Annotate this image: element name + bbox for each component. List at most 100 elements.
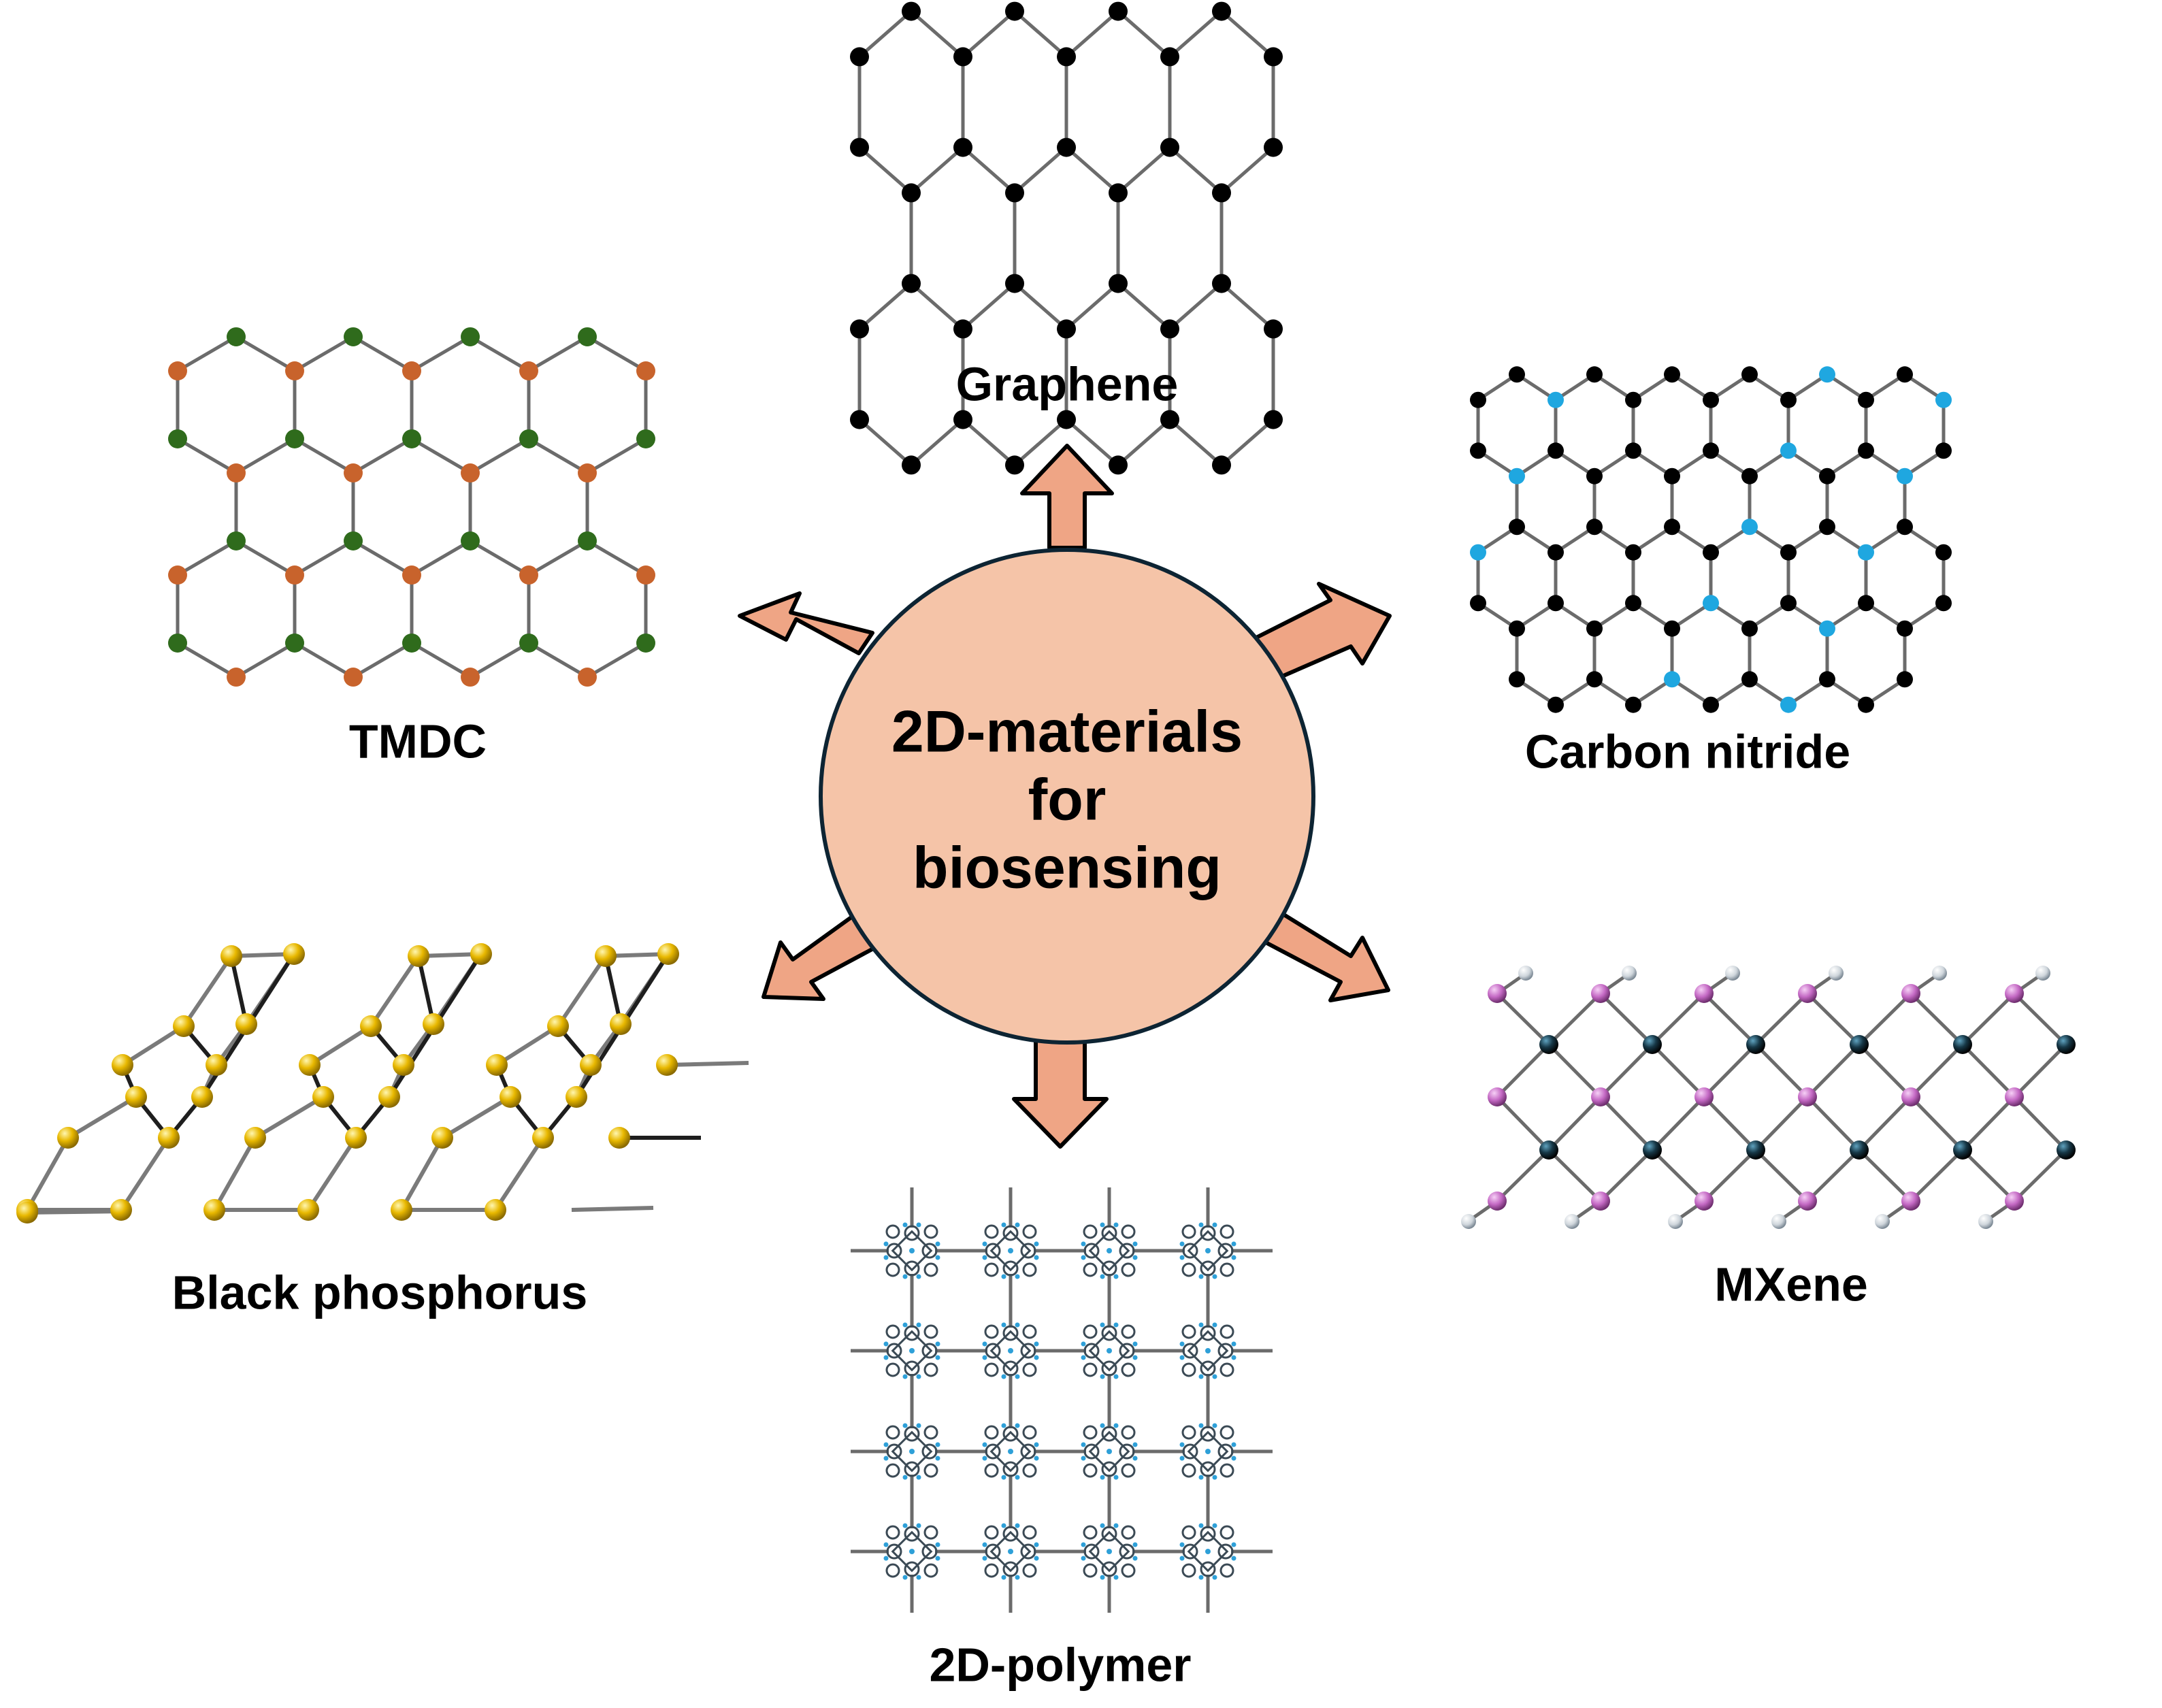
polymer-aryl-ring xyxy=(923,1224,938,1239)
mxene-h-atom xyxy=(1725,966,1740,981)
graphene-atom xyxy=(902,274,921,293)
mxene-x-atom xyxy=(2005,984,2024,1003)
polymer-pyrrole-ring xyxy=(1101,1461,1117,1477)
tmdc-atom xyxy=(578,463,597,483)
black-phosphorus-atom xyxy=(173,1015,195,1037)
arrow-to-mxene xyxy=(1264,910,1390,1002)
polymer-aryl-ring xyxy=(923,1362,938,1377)
carbon-nitride-atom xyxy=(1858,595,1874,612)
polymer-node xyxy=(982,1322,1039,1379)
carbon-nitride-atom xyxy=(1858,544,1874,561)
polymer-h-atom xyxy=(1231,1456,1236,1461)
polymer-core-ring xyxy=(1187,1330,1229,1372)
mxene-x-atom xyxy=(1901,984,1920,1003)
polymer-pyrrole-ring xyxy=(921,1443,938,1460)
graphene-bond xyxy=(858,10,913,59)
polymer-aryl-ring xyxy=(984,1563,999,1578)
graphene-atom xyxy=(1160,319,1179,339)
tmdc-atom xyxy=(344,531,363,551)
tmdc-bond xyxy=(293,641,355,679)
graphene-atom xyxy=(953,47,972,67)
tmdc-atom xyxy=(402,361,421,381)
mxene-lattice xyxy=(1461,966,2076,1229)
carbon-nitride-atom xyxy=(1858,696,1874,713)
polymer-h-atom xyxy=(902,1274,908,1279)
polymer-aryl-ring xyxy=(1022,1425,1037,1440)
carbon-nitride-atom xyxy=(1664,467,1680,485)
polymer-h-atom xyxy=(1132,1542,1138,1547)
polymer-pyrrole-ring xyxy=(1101,1526,1117,1542)
carbon-nitride-atom xyxy=(1858,391,1874,408)
mxene-bond xyxy=(1496,1096,1550,1151)
polymer-center-atom xyxy=(909,1348,915,1353)
polymer-h-atom xyxy=(902,1575,908,1580)
polymer-pyrrole-ring xyxy=(1002,1561,1019,1577)
black-phosphorus-bond xyxy=(399,1136,444,1211)
polymer-h-atom xyxy=(1179,1542,1185,1547)
tmdc-atom xyxy=(636,565,655,585)
polymer-aryl-ring xyxy=(1022,1362,1037,1377)
polymer-pyrrole-ring xyxy=(1217,1543,1234,1560)
polymer-pyrrole-ring xyxy=(1182,1443,1198,1460)
polymer-h-atom xyxy=(1100,1374,1105,1379)
polymer-pyrrole-ring xyxy=(1020,1343,1036,1359)
graphene-bond xyxy=(1168,418,1223,467)
carbon-nitride-atom xyxy=(1780,595,1797,612)
tmdc-atom xyxy=(227,668,246,687)
polymer-aryl-ring xyxy=(885,1224,900,1239)
polymer-h-atom xyxy=(1081,1556,1086,1561)
graphene-lattice xyxy=(850,1,1283,475)
polymer-h-atom xyxy=(1081,1456,1086,1461)
carbon-nitride-atom xyxy=(1741,620,1758,637)
black-phosphorus-bond xyxy=(308,1024,372,1067)
graphene-atom xyxy=(1109,274,1128,293)
polymer-h-atom xyxy=(883,1355,889,1360)
carbon-nitride-atom xyxy=(1819,620,1835,637)
carbon-nitride-atom xyxy=(1897,671,1913,688)
black-phosphorus-bond xyxy=(121,1024,185,1067)
tmdc-bond xyxy=(352,539,413,577)
polymer-aryl-ring xyxy=(1219,1324,1234,1339)
mxene-h-atom xyxy=(2035,966,2050,981)
polymer-h-atom xyxy=(935,1255,940,1260)
mxene-h-atom xyxy=(1622,966,1637,981)
graphene-atom xyxy=(1264,47,1283,67)
polymer-h-atom xyxy=(935,1341,940,1347)
tmdc-bond xyxy=(410,335,472,373)
polymer-h-atom xyxy=(1034,1442,1039,1447)
carbon-nitride-atom xyxy=(1547,595,1564,612)
graphene-atom xyxy=(1057,319,1076,339)
polymer-h-atom xyxy=(1212,1575,1217,1580)
carbon-nitride-atom xyxy=(1897,620,1913,637)
graphene-atom xyxy=(1057,47,1076,67)
tmdc-atom xyxy=(285,361,304,381)
tmdc-atom xyxy=(461,327,480,346)
polymer-h-atom xyxy=(1015,1475,1020,1480)
polymer-pyrrole-ring xyxy=(904,1225,920,1241)
tmdc-bond xyxy=(586,641,647,679)
black-phosphorus-atom xyxy=(499,1086,521,1108)
carbon-nitride-atom xyxy=(1935,442,1952,459)
polymer-pyrrole-ring xyxy=(1119,1543,1135,1560)
polymer-h-atom xyxy=(902,1222,908,1228)
carbon-nitride-atom xyxy=(1547,442,1564,459)
polymer-core-ring xyxy=(1187,1230,1229,1272)
graphene-bond xyxy=(858,418,913,467)
mxene-bond xyxy=(2013,992,2067,1046)
polymer-pyrrole-ring xyxy=(1200,1461,1216,1477)
black-phosphorus-lattice xyxy=(16,943,749,1223)
polymer-2d-label: 2D-polymer xyxy=(929,1638,1191,1691)
carbon-nitride-atom xyxy=(1897,366,1913,383)
mxene-bond xyxy=(1754,1096,1809,1151)
polymer-center-atom xyxy=(1008,1248,1013,1253)
center-circle xyxy=(819,548,1315,1045)
polymer-h-atom xyxy=(1132,1442,1138,1447)
polymer-h-atom xyxy=(1179,1456,1185,1461)
polymer-node xyxy=(982,1523,1039,1580)
polymer-h-atom xyxy=(1212,1322,1217,1328)
polymer-h-atom xyxy=(1081,1442,1086,1447)
polymer-aryl-ring xyxy=(1083,1324,1098,1339)
polymer-h-atom xyxy=(1100,1575,1105,1580)
polymer-aryl-ring xyxy=(885,1362,900,1377)
tmdc-atom xyxy=(519,633,538,653)
